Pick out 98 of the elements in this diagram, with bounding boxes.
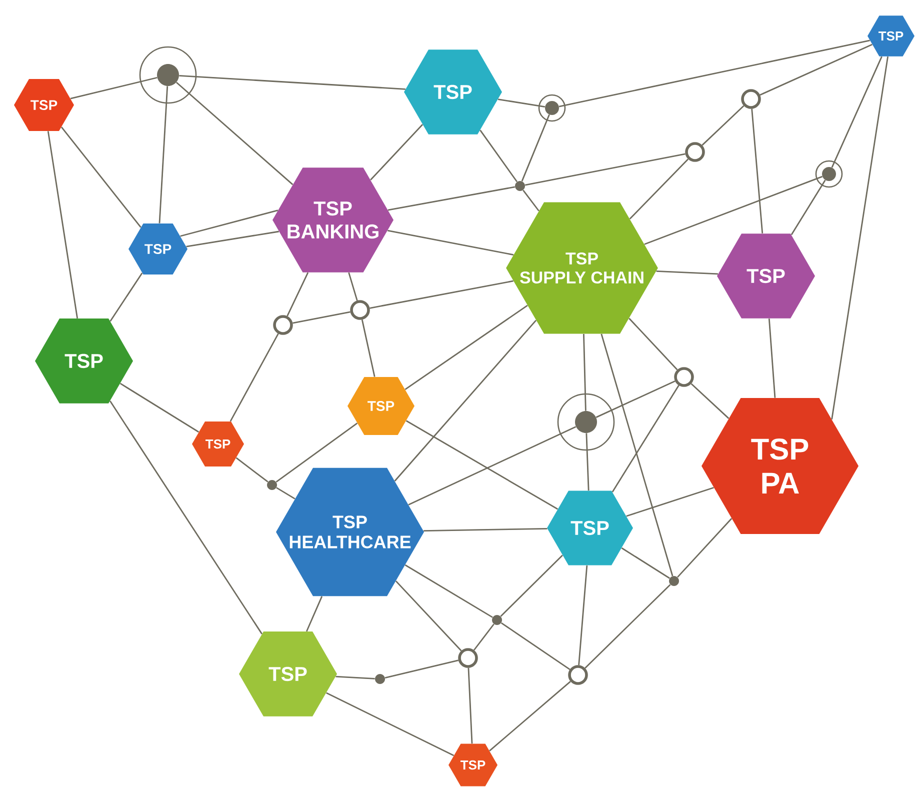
connector-line [760, 44, 872, 96]
connector-line [831, 56, 889, 420]
connector-line [586, 433, 590, 491]
junction-dot [375, 674, 385, 684]
connector-line [500, 554, 563, 617]
connector-line [621, 547, 670, 579]
connector-line [110, 272, 143, 322]
connector-line [498, 98, 545, 108]
target-junction [815, 160, 843, 188]
connector-line [473, 624, 494, 651]
junction-ring [674, 367, 694, 387]
connector-line [583, 334, 586, 411]
junction-ring [685, 142, 705, 162]
connector-line [370, 124, 424, 180]
connector-line [596, 380, 676, 418]
junction-ring [568, 665, 588, 685]
connector-line [236, 457, 268, 482]
connector-line [626, 486, 714, 517]
junction-ring [273, 315, 293, 335]
connector-line [176, 82, 294, 186]
hexagon: TSP [547, 490, 633, 566]
connector-line [600, 334, 674, 576]
connector-line [306, 596, 323, 632]
connector-line [388, 230, 514, 256]
connector-line [404, 564, 493, 618]
connector-line [500, 622, 570, 670]
hexagon: TSP BANKING [272, 168, 394, 272]
hexagon: TSP PA [702, 398, 858, 534]
connector-line [768, 318, 776, 398]
connector-line [480, 130, 518, 182]
hexagon: TSP [239, 632, 337, 716]
target-junction [538, 94, 566, 122]
connector-line [180, 210, 278, 237]
junction-ring [458, 648, 478, 668]
connector-line [521, 114, 550, 182]
connector-line [186, 230, 280, 248]
connector-line [348, 272, 358, 301]
hexagon: TSP [868, 16, 914, 56]
hexagon: TSP [448, 744, 498, 786]
connector-line [468, 668, 473, 744]
junction-ring [741, 89, 761, 109]
connector-line [326, 692, 454, 756]
connector-line [578, 565, 588, 666]
connector-line [292, 311, 350, 324]
connector-line [628, 318, 678, 370]
hexagon: TSP [348, 376, 414, 435]
target-junction [557, 393, 615, 451]
hexagon: TSP [404, 50, 502, 134]
connector-line [384, 660, 459, 678]
hexagon: TSP [14, 79, 74, 131]
connector-line [406, 420, 558, 510]
connector-line [370, 280, 514, 309]
connector-line [70, 76, 158, 100]
connector-line [424, 528, 548, 532]
connector-line [702, 105, 744, 146]
connector-line [751, 108, 764, 234]
connector-line [110, 400, 262, 634]
connector-line [522, 190, 540, 212]
connector-line [790, 180, 826, 236]
connector-line [629, 158, 689, 220]
connector-line [158, 86, 168, 224]
connector-line [286, 272, 309, 316]
connector-line [404, 304, 528, 390]
connector-line [395, 580, 462, 652]
connector-line [584, 584, 671, 669]
connector-line [524, 153, 686, 186]
hexagon: TSP SUPPLY CHAIN [506, 202, 658, 334]
connector-line [230, 333, 279, 422]
connector-line [558, 40, 870, 108]
connector-line [408, 426, 576, 506]
connector-line [394, 320, 537, 482]
hexagon: TSP [35, 318, 133, 404]
connector-line [656, 270, 718, 275]
connector-line [60, 126, 142, 228]
connector-line [612, 385, 680, 492]
connector-line [179, 74, 406, 90]
connector-line [489, 680, 571, 752]
connector-line [388, 186, 516, 211]
junction-dot [492, 615, 502, 625]
junction-ring [350, 300, 370, 320]
hexagon: TSP [128, 223, 188, 275]
connector-line [336, 676, 375, 680]
connector-line [276, 487, 296, 500]
junction-dot [515, 181, 525, 191]
connector-line [677, 518, 732, 578]
hexagon: TSP HEALTHCARE [276, 468, 424, 596]
connector-line [644, 176, 823, 245]
target-junction [139, 46, 197, 104]
connector-line [276, 422, 358, 483]
connector-line [831, 56, 882, 168]
junction-dot [669, 576, 679, 586]
connector-line [47, 131, 78, 318]
connector-line [120, 382, 200, 433]
junction-dot [267, 480, 277, 490]
hexagon: TSP [192, 421, 244, 467]
connector-line [690, 383, 730, 419]
connector-line [361, 320, 376, 377]
hexagon: TSP [717, 234, 815, 318]
